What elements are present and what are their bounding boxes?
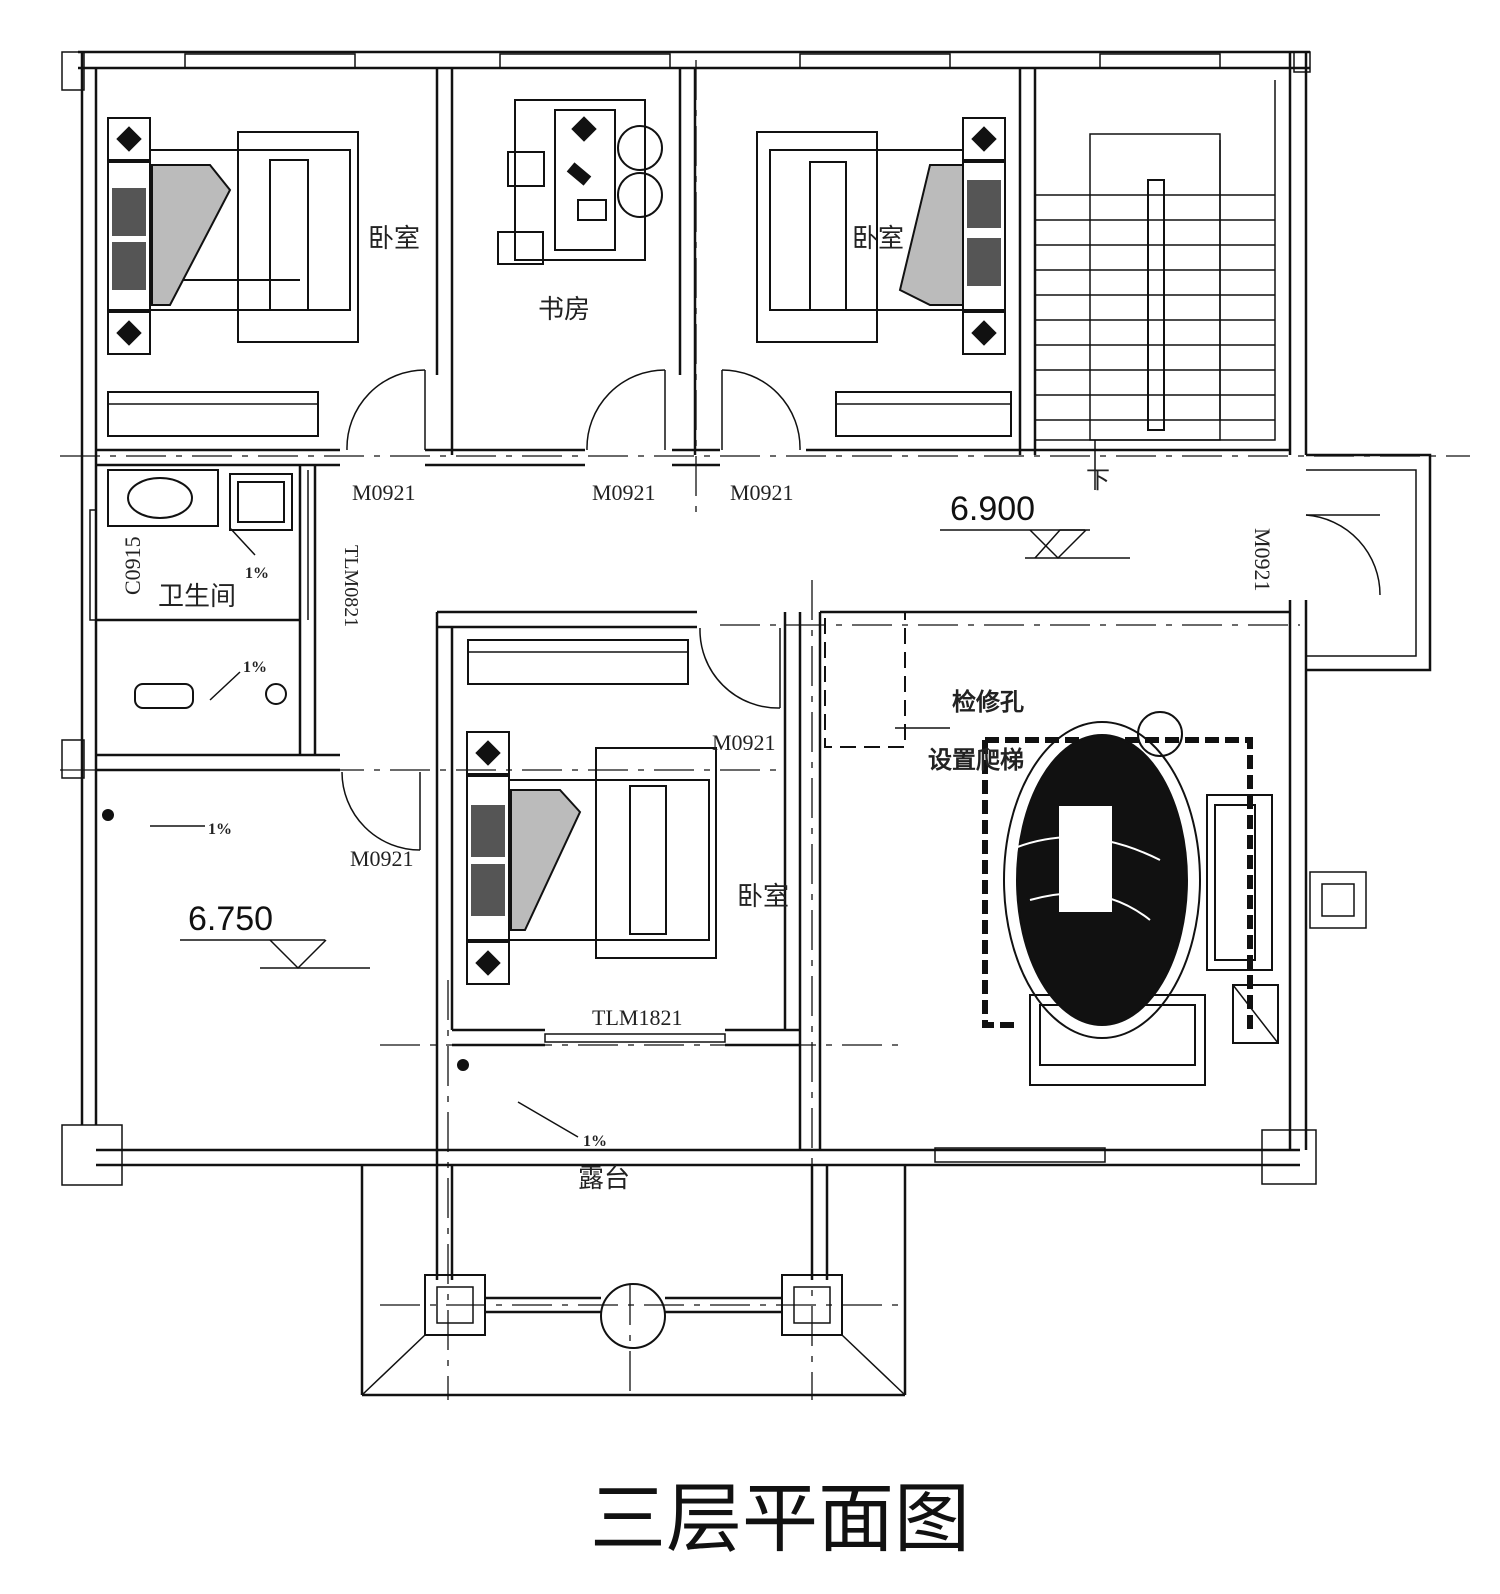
door-code-3: M0921 — [730, 480, 794, 505]
door-code-4: M0921 — [712, 730, 776, 755]
sliding-door-code-bath: TLM0821 — [340, 545, 362, 627]
room-label-study: 书房 — [538, 295, 590, 324]
stair-direction-label: 下 — [1086, 468, 1110, 494]
slope-bath-upper: 1% — [245, 565, 269, 582]
slope-bath-lower: 1% — [243, 659, 267, 676]
elevation-marker-upper — [940, 529, 1130, 560]
room-label-bathroom: 卫生间 — [158, 582, 236, 611]
access-hole-label-line1: 检修孔 — [952, 688, 1024, 716]
bathroom-fixtures — [89, 469, 293, 709]
door-code-5: M0921 — [350, 846, 414, 871]
study-desk — [497, 99, 663, 265]
staircase — [1035, 133, 1275, 490]
access-hole-label-line2: 设置爬梯 — [928, 746, 1024, 774]
front-terrace — [360, 1045, 907, 1397]
access-hole — [824, 611, 950, 748]
room-label-bedroom-top-right: 卧室 — [852, 224, 904, 253]
living-room-set — [982, 711, 1279, 1086]
door-swings — [307, 369, 801, 851]
door-code-2: M0921 — [592, 480, 656, 505]
door-code-1: M0921 — [352, 480, 416, 505]
room-label-bedroom-top-left: 卧室 — [368, 224, 420, 253]
room-label-bedroom-center: 卧室 — [737, 882, 789, 911]
room-label-terrace: 露台 — [578, 1164, 630, 1193]
axis-lines — [60, 60, 1470, 1400]
window-code-bath: C0915 — [120, 536, 145, 595]
bed-center — [466, 639, 717, 985]
bed-top-left — [107, 117, 359, 437]
sliding-door-code-bed: TLM1821 — [592, 1005, 682, 1030]
interior-walls — [96, 68, 1290, 1150]
slope-terrace: 1% — [583, 1133, 607, 1150]
elevation-upper: 6.900 — [950, 490, 1035, 528]
side-balcony — [1305, 453, 1432, 929]
drawing-title: 三层平面图 — [590, 1474, 970, 1563]
floor-drains — [102, 809, 579, 1138]
elevation-marker-lower — [180, 939, 370, 970]
slope-left-corridor: 1% — [208, 821, 232, 838]
door-code-6: M0921 — [1250, 528, 1275, 592]
bed-top-right — [756, 117, 1012, 437]
elevation-lower: 6.750 — [188, 900, 273, 938]
